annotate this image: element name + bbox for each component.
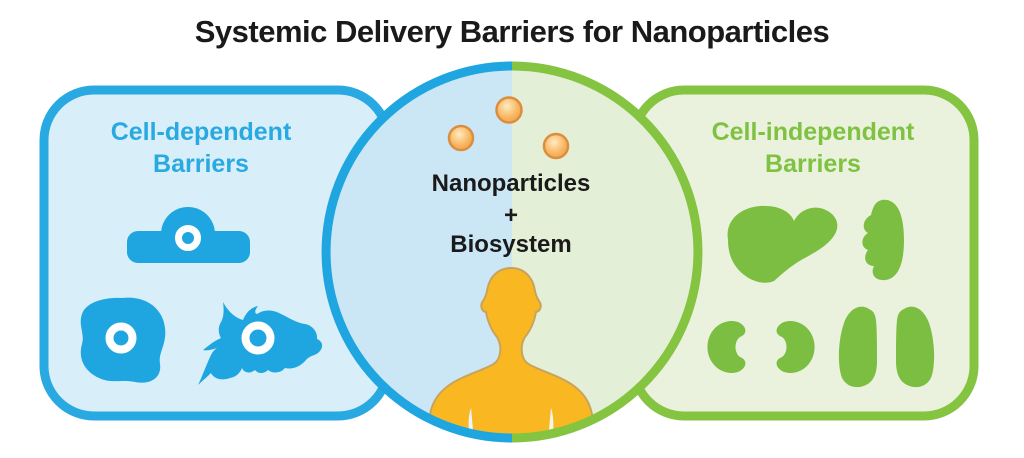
lungs-icon (838, 306, 935, 388)
spleen-icon (862, 199, 904, 281)
dendritic-cell-icon (198, 302, 323, 385)
left-panel-label-line1: Cell-dependent (111, 118, 292, 146)
right-panel-label-line1: Cell-independent (712, 118, 915, 146)
nanoparticles-group (447, 96, 570, 160)
right-panel: Cell-independent Barriers (629, 85, 979, 421)
venn-label-plus: + (504, 202, 518, 229)
nanoparticle-icon (447, 124, 475, 152)
venn-left-border (321, 61, 513, 443)
nanoparticle-icon (495, 96, 523, 124)
human-body-icon (426, 266, 596, 434)
endothelial-membrane-cell-icon (127, 207, 250, 263)
nanoparticle-icon (542, 132, 570, 160)
venn-label-line1: Nanoparticles (432, 170, 591, 197)
left-panel-label-line2: Barriers (153, 150, 249, 178)
figure-title: Systemic Delivery Barriers for Nanoparti… (195, 14, 829, 49)
left-panel: Cell-dependent Barriers (39, 85, 393, 421)
kidneys-icon (707, 321, 815, 373)
venn-label-line3: Biosystem (450, 231, 571, 258)
venn-left-half (326, 66, 512, 438)
phagocyte-cell-icon (80, 297, 166, 383)
liver-icon (727, 205, 838, 283)
venn-right-border (511, 61, 703, 443)
center-venn-circle: Nanoparticles + Biosystem (321, 61, 703, 443)
right-panel-label-line2: Barriers (765, 150, 861, 178)
